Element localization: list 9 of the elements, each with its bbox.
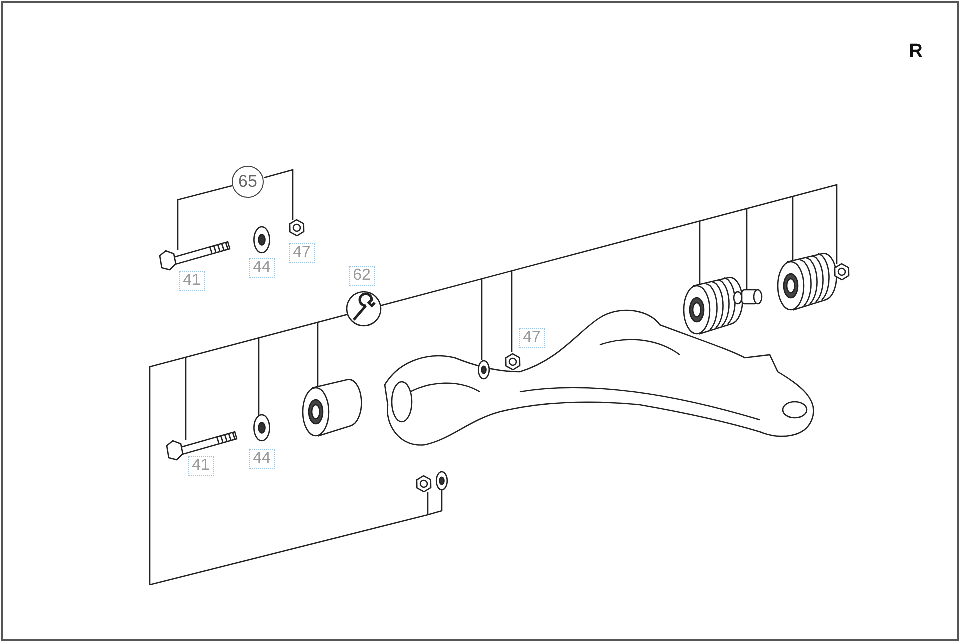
- callout-number: 41: [188, 456, 214, 476]
- side-marker: R: [909, 41, 923, 63]
- callout-number: 47: [289, 243, 315, 263]
- callout-number: 62: [349, 266, 375, 286]
- callout-number: 47: [519, 328, 545, 348]
- callout-number: 44: [249, 258, 275, 278]
- callout-number: 44: [249, 449, 275, 469]
- callout-number: 65: [232, 166, 264, 198]
- callout-number: 41: [179, 271, 205, 291]
